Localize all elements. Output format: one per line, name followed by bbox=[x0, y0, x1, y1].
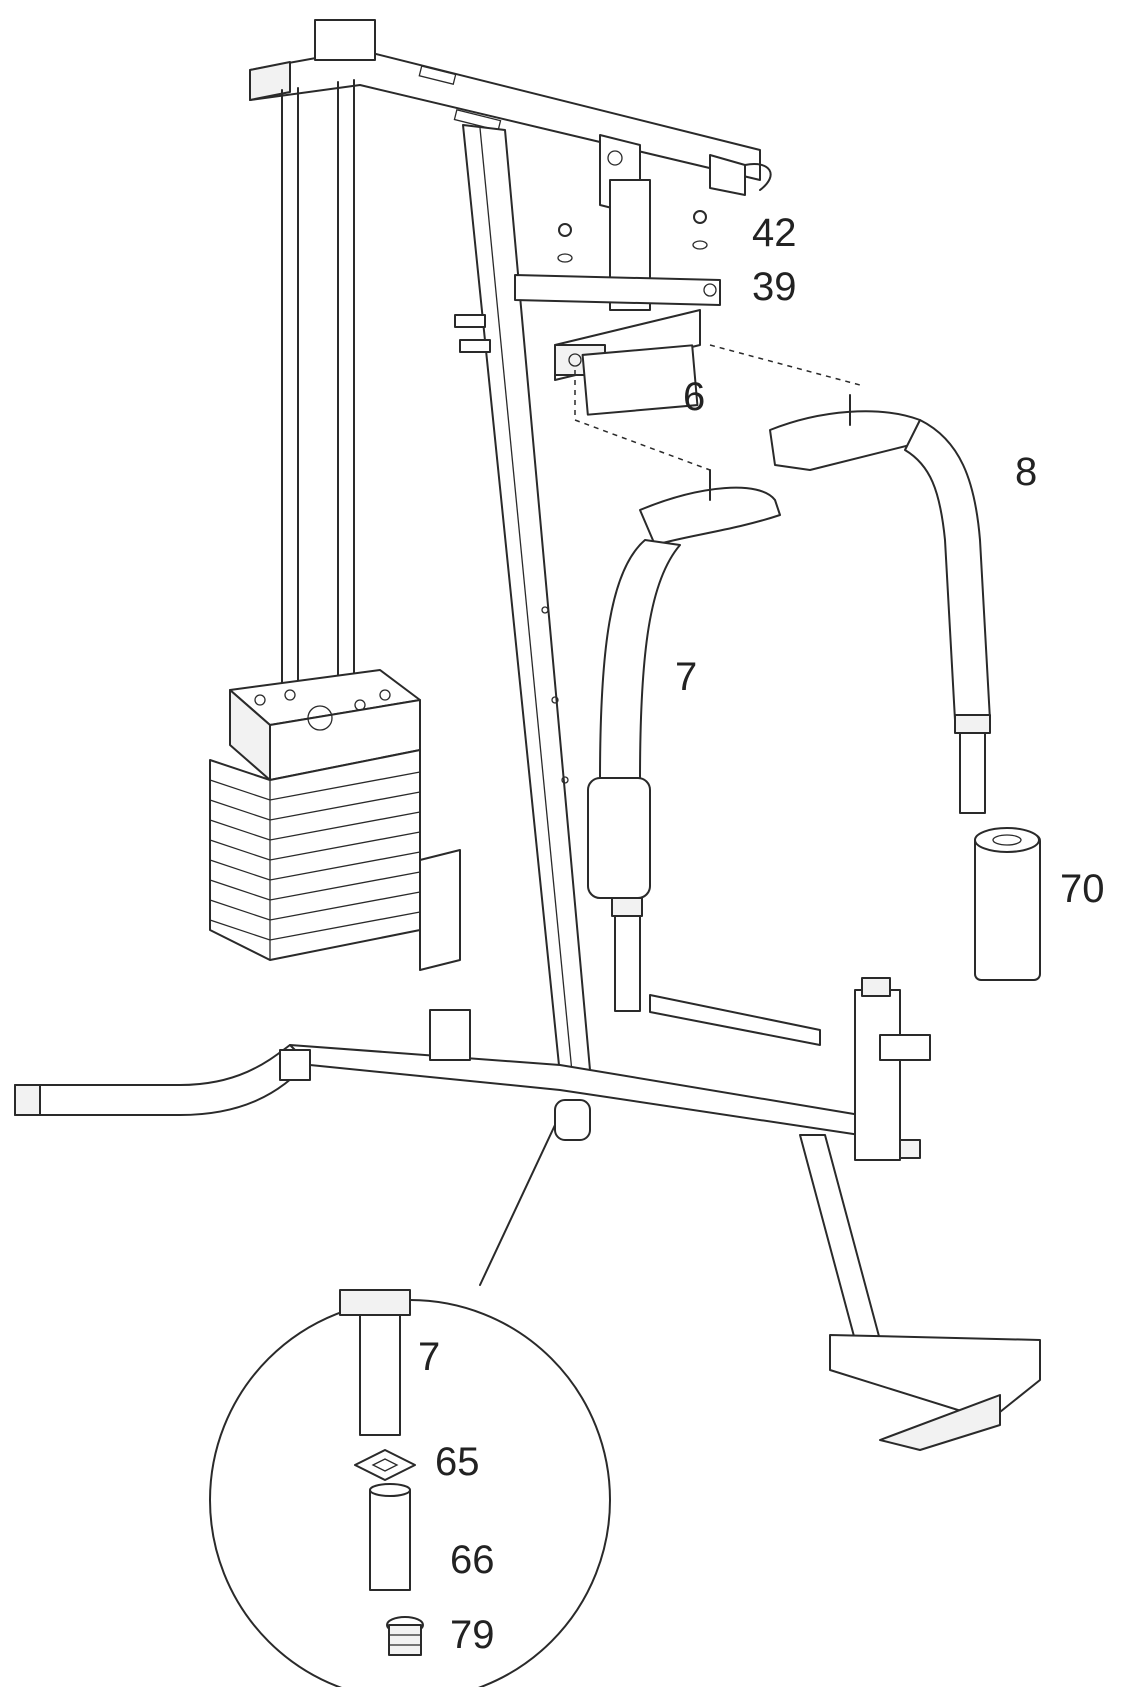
label-part-7: 7 bbox=[675, 655, 697, 699]
label-detail-part-79: 79 bbox=[450, 1613, 495, 1657]
label-part-6: 6 bbox=[683, 375, 705, 419]
label-part-8: 8 bbox=[1015, 450, 1037, 494]
press-arm-right bbox=[769, 394, 991, 814]
weight-stack bbox=[209, 669, 461, 971]
label-part-70: 70 bbox=[1060, 867, 1105, 911]
detail-callout bbox=[209, 1124, 611, 1687]
pec-deck-mount bbox=[454, 179, 721, 416]
upright-post bbox=[462, 124, 591, 1076]
base-frame bbox=[14, 977, 1041, 1451]
label-part-39: 39 bbox=[752, 265, 797, 309]
press-arm-left bbox=[587, 469, 781, 1012]
label-detail-part-7: 7 bbox=[418, 1335, 440, 1379]
guide-rods bbox=[281, 79, 355, 741]
label-detail-part-65: 65 bbox=[435, 1440, 480, 1484]
roller-pad bbox=[974, 827, 1041, 981]
label-detail-part-66: 66 bbox=[450, 1538, 495, 1582]
label-part-42: 42 bbox=[752, 211, 797, 255]
alignment-lines bbox=[574, 344, 861, 471]
